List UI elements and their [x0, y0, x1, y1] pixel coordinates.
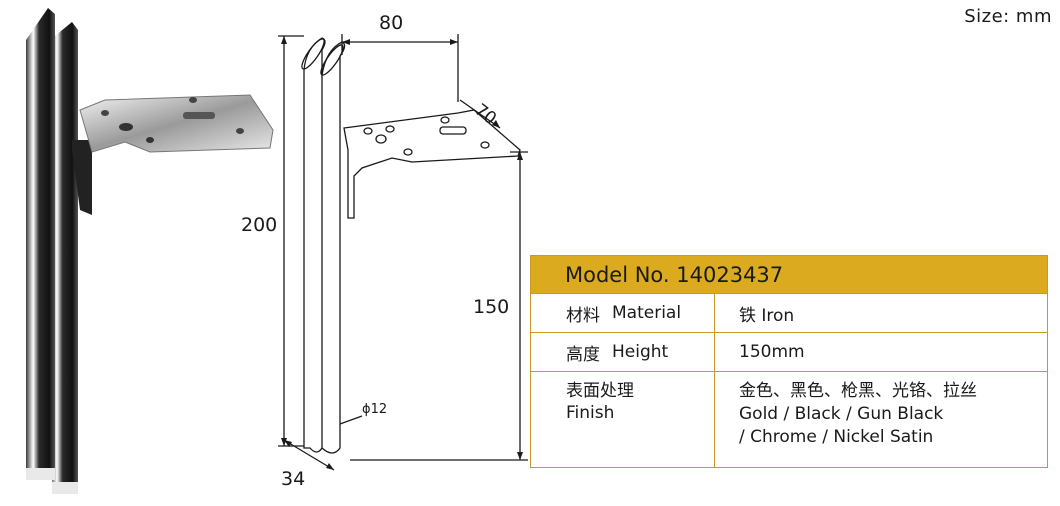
spec-label: 表面处理 Finish [531, 372, 715, 468]
label-cn: 表面处理 [566, 381, 634, 401]
tube-diameter-label: ϕ12 [362, 402, 388, 417]
technical-drawing [278, 34, 528, 471]
spec-label: 材料 Material [531, 294, 715, 332]
dimension-34-label: 34 [281, 468, 306, 490]
finish-line: / Chrome / Nickel Satin [739, 427, 934, 447]
spec-value: 150mm [739, 342, 805, 362]
label-en: Height [612, 342, 669, 362]
spec-row-material: 材料 Material 铁 Iron [531, 293, 1047, 332]
finish-line: Gold / Black / Gun Black [739, 404, 944, 424]
spec-value: 金色、黑色、枪黑、光铬、拉丝 Gold / Black / Gun Black … [715, 372, 1047, 468]
spec-row-finish: 表面处理 Finish 金色、黑色、枪黑、光铬、拉丝 Gold / Black … [531, 371, 1047, 468]
spec-value: 铁 Iron [739, 305, 795, 326]
label-cn: 材料 [566, 305, 600, 326]
size-unit-label: Size: mm [964, 6, 1052, 27]
label-cn: 高度 [566, 344, 600, 365]
finish-line: 金色、黑色、枪黑、光铬、拉丝 [739, 381, 977, 401]
product-photo [26, 8, 274, 494]
spec-table: Model No. 14023437 材料 Material 铁 Iron 高度… [530, 255, 1048, 468]
spec-label: 高度 Height [531, 333, 715, 371]
label-en: Material [612, 303, 682, 323]
model-number: Model No. 14023437 [531, 256, 1047, 293]
dimension-80-label: 80 [379, 12, 404, 34]
dimension-200-label: 200 [241, 214, 278, 236]
spec-row-height: 高度 Height 150mm [531, 332, 1047, 371]
label-en: Finish [566, 403, 615, 423]
dimension-150-label: 150 [473, 296, 510, 318]
